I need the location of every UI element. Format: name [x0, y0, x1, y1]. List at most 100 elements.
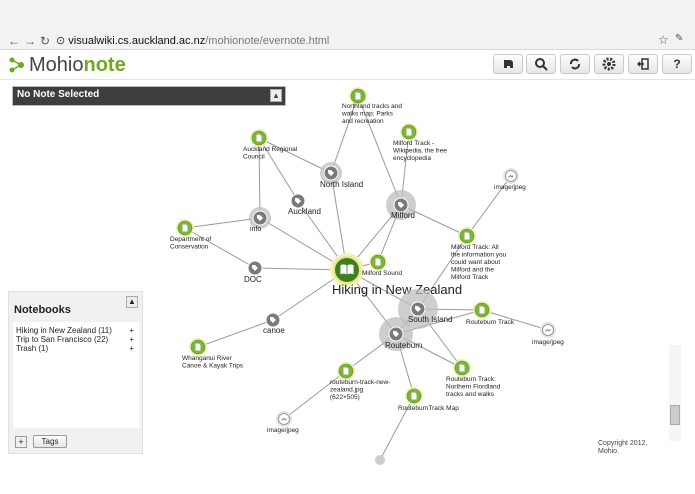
- logo: Mohionote: [8, 53, 126, 77]
- reload-button[interactable]: ↻: [40, 34, 51, 48]
- canoe-node[interactable]: canoe: [263, 312, 285, 335]
- node-label: Milford: [391, 211, 415, 220]
- graph-edge: [184, 217, 261, 229]
- node-label-line: Routeburn Track:: [446, 376, 496, 383]
- app-header: Mohionote: [0, 50, 695, 80]
- scrollbar-thumb[interactable]: [670, 405, 680, 425]
- graph-edge: [283, 370, 347, 420]
- back-button[interactable]: ←: [8, 34, 20, 48]
- tags-button[interactable]: Tags: [33, 435, 67, 448]
- node-label-line: Auckland Regional: [243, 146, 298, 153]
- partial-node-icon: [375, 455, 385, 465]
- note-panel: No Note Selected ▲: [12, 86, 286, 106]
- n_msound-node[interactable]: Milford Sound: [362, 253, 402, 277]
- node-label: Auckland: [288, 207, 321, 216]
- add-notebook-button[interactable]: +: [15, 436, 27, 448]
- node-label-line: Milford Sound: [362, 270, 402, 277]
- image-icon: [545, 328, 551, 332]
- notebook-add-button[interactable]: +: [129, 335, 134, 344]
- node-label-line: Northland tracks and: [342, 103, 402, 110]
- magnifier-icon: [535, 58, 548, 71]
- node-label-line: tracks and walks: [446, 391, 495, 398]
- i1-node[interactable]: image/jpeg: [494, 168, 526, 191]
- evernote-button[interactable]: [493, 54, 523, 74]
- milford-node[interactable]: Milford: [386, 190, 416, 220]
- node-label: info: [250, 226, 261, 233]
- node-label: South Island: [408, 315, 452, 324]
- notebook-item-san-francisco[interactable]: Trip to San Francisco (22) +: [16, 335, 134, 344]
- north-node[interactable]: North Island: [320, 162, 363, 189]
- help-button[interactable]: ?: [662, 54, 692, 74]
- node-label-line: info: [250, 226, 261, 233]
- vertical-scrollbar[interactable]: [669, 345, 681, 441]
- bookmark-star-icon[interactable]: ☆: [658, 33, 669, 47]
- node-label-line: Milford Track -: [393, 140, 434, 147]
- gear-icon: [602, 57, 616, 71]
- notebooks-heading: Notebooks: [14, 304, 71, 316]
- n_rjpg-node[interactable]: routeburn-track-new-zealand.jpg(622×505): [330, 362, 390, 401]
- document-icon: [195, 343, 201, 351]
- notebook-add-button[interactable]: +: [129, 344, 134, 353]
- node-label-line: South Island: [408, 315, 452, 324]
- notebook-item-trash[interactable]: Trash (1) +: [16, 344, 134, 353]
- node-label: RouteburnTrack Map: [398, 405, 459, 412]
- document-icon: [464, 232, 470, 240]
- node-label: image/jpeg: [494, 184, 526, 191]
- node-label-line: Department of: [170, 236, 211, 243]
- auckland-node[interactable]: Auckland: [288, 193, 321, 216]
- node-label-line: could want about: [451, 259, 500, 266]
- node-label-line: Milford Track: [451, 274, 489, 281]
- node-label-line: image/jpeg: [494, 184, 526, 191]
- notebook-item-hiking[interactable]: Hiking in New Zealand (11) +: [16, 326, 134, 335]
- logo-text-mohio: Mohio: [29, 54, 84, 76]
- copyright-text: Copyright 2012, Mohio.: [598, 440, 668, 456]
- notebook-add-button[interactable]: +: [129, 326, 134, 335]
- document-icon: [182, 224, 188, 232]
- node-label-line: image/jpeg: [532, 339, 564, 346]
- settings-button[interactable]: [594, 54, 624, 74]
- node-label-line: (622×505): [330, 394, 360, 401]
- address-bar[interactable]: ⊙ visualwiki.cs.auckland.ac.nz/mohionote…: [56, 33, 646, 49]
- note-title: No Note Selected: [17, 89, 100, 100]
- tag-icon: [328, 170, 334, 176]
- logout-button[interactable]: [628, 54, 658, 74]
- south-node[interactable]: South Island: [398, 289, 452, 329]
- tag-icon: [393, 331, 399, 337]
- i2-node[interactable]: image/jpeg: [532, 322, 564, 346]
- note-panel-collapse-button[interactable]: ▲: [270, 89, 282, 102]
- info-node[interactable]: info: [249, 207, 271, 233]
- search-button[interactable]: [526, 54, 556, 74]
- doc-node[interactable]: DOC: [244, 260, 263, 284]
- sync-button[interactable]: [560, 54, 590, 74]
- node-label-line: Council: [243, 154, 265, 161]
- node-label: Routeburn Track: [466, 319, 515, 326]
- node-label-line: Northern Fiordland: [446, 384, 501, 391]
- n_rmap-node[interactable]: RouteburnTrack Map: [398, 387, 459, 412]
- graph-edge: [184, 227, 256, 269]
- document-icon: [479, 306, 485, 314]
- node-label-line: encyclopedia: [393, 155, 431, 162]
- tag-icon: [270, 317, 276, 323]
- notebooks-collapse-button[interactable]: ▲: [126, 296, 138, 308]
- node-label-line: and recreation: [342, 118, 384, 125]
- i3-node[interactable]: image/jpeg: [267, 411, 299, 434]
- forward-button[interactable]: →: [24, 34, 36, 48]
- node-label: Routeburn: [385, 341, 422, 350]
- document-icon: [355, 92, 361, 100]
- wrench-icon[interactable]: ✎: [675, 33, 684, 44]
- n_rtrack-node[interactable]: Routeburn Track: [466, 301, 515, 326]
- routeburn-node[interactable]: Routeburn: [379, 317, 422, 351]
